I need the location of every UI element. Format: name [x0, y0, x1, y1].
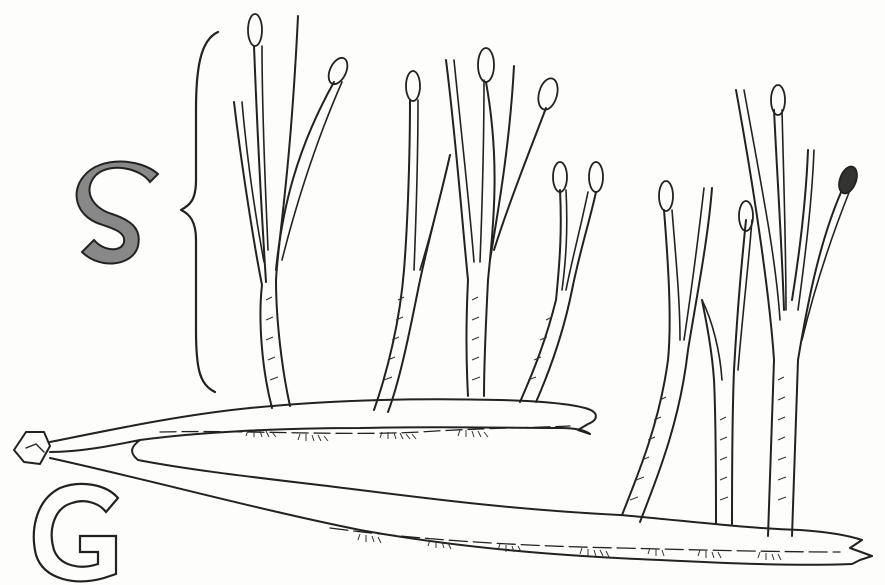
rootlets	[246, 430, 781, 560]
stalk-group-5	[622, 181, 712, 522]
stalk-group-6	[702, 201, 753, 524]
stalk-group-2	[374, 71, 450, 412]
s-label: S	[80, 269, 82, 271]
s-brace	[181, 32, 218, 392]
g-letter: G	[34, 484, 118, 581]
upper-stolon	[50, 399, 596, 442]
stalk-group-7	[736, 85, 860, 536]
stolon-tip	[14, 432, 50, 464]
s-letter: S	[77, 162, 158, 272]
stalk-group-1	[234, 14, 351, 408]
stalk-group-4	[520, 162, 603, 402]
g-label: G	[40, 579, 42, 581]
lower-stolon	[620, 515, 872, 556]
